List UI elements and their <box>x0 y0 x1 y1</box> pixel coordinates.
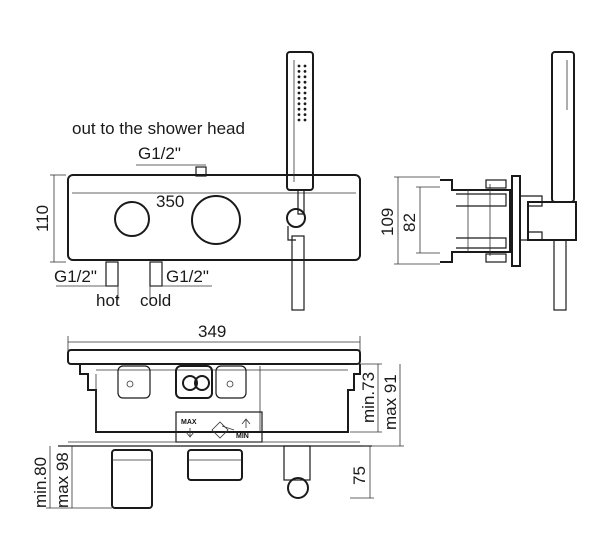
nozzle-dot <box>303 118 307 122</box>
shower-hose-side <box>553 239 567 311</box>
nozzle-dot <box>297 107 301 111</box>
hand-shower-front <box>286 51 314 311</box>
shower-nozzles <box>297 64 307 122</box>
nozzle-dot <box>303 75 307 79</box>
nozzle-dot <box>303 86 307 89</box>
hot-label: hot <box>96 291 120 310</box>
nozzle-dot <box>303 91 307 95</box>
wall-max-dim: max 98 <box>53 452 72 508</box>
nozzle-dot <box>303 113 307 116</box>
nozzle-dot <box>297 75 301 79</box>
side-faceplate <box>511 175 521 267</box>
nozzle-dot <box>297 86 301 89</box>
depth-min-dim: min.73 <box>359 372 378 423</box>
cold-label: cold <box>140 291 171 310</box>
outlet-stub <box>195 166 207 177</box>
cartridge-left <box>117 365 151 399</box>
hot-thread-label: G1/2" <box>54 267 97 286</box>
front-width-dim: 350 <box>156 192 184 211</box>
shower-holder <box>286 208 306 228</box>
nozzle-dot <box>303 64 307 68</box>
cold-thread-label: G1/2" <box>166 267 209 286</box>
shower-head-side <box>551 51 575 203</box>
box-width-dim: 349 <box>198 322 226 341</box>
nozzle-dot <box>297 113 301 116</box>
side-view <box>394 51 577 311</box>
outlet-label: out to the shower head <box>72 119 245 138</box>
front-height-dim: 110 <box>33 205 52 232</box>
shower-head-front <box>286 51 314 191</box>
nozzle-dot <box>303 80 307 84</box>
nozzle-dot <box>297 91 301 95</box>
knob-side-left <box>111 449 153 509</box>
cold-inlet <box>149 261 163 287</box>
side-holder <box>527 201 577 241</box>
nozzle-dot <box>303 107 307 111</box>
nozzle-dot <box>297 64 301 68</box>
nozzle-dot <box>297 97 301 100</box>
cartridge-right <box>215 365 247 399</box>
nozzle-dot <box>297 70 301 73</box>
front-view <box>50 164 361 300</box>
knob-side-right <box>187 449 243 481</box>
max-mark: MAX <box>181 419 197 426</box>
side-inner-height-dim: 82 <box>400 213 419 232</box>
left-knob <box>114 201 150 237</box>
cartridge-center <box>175 365 213 399</box>
front-faceplate <box>67 174 361 261</box>
top-plate <box>67 349 361 365</box>
nozzle-dot <box>297 118 301 122</box>
nozzle-dot <box>303 97 307 100</box>
side-outer-height-dim: 109 <box>378 208 397 236</box>
wall-min-dim: min.80 <box>31 457 50 508</box>
outlet-thread-label: G1/2" <box>138 144 181 163</box>
min-mark: MIN <box>236 433 249 440</box>
hot-inlet <box>105 261 119 287</box>
nozzle-dot <box>297 80 301 84</box>
shower-hose-front <box>291 235 305 311</box>
handshower-icon <box>211 421 229 439</box>
outlet-connector <box>287 477 309 499</box>
outlet-height-dim: 75 <box>350 466 369 485</box>
top-view: MAX MIN <box>46 336 404 509</box>
nozzle-dot <box>303 102 307 106</box>
nozzle-dot <box>297 102 301 106</box>
outlet-body <box>283 445 311 481</box>
side-body <box>440 179 511 263</box>
box-body <box>79 364 361 433</box>
depth-max-dim: max 91 <box>381 374 400 430</box>
nozzle-dot <box>303 70 307 73</box>
right-knob <box>191 195 241 245</box>
